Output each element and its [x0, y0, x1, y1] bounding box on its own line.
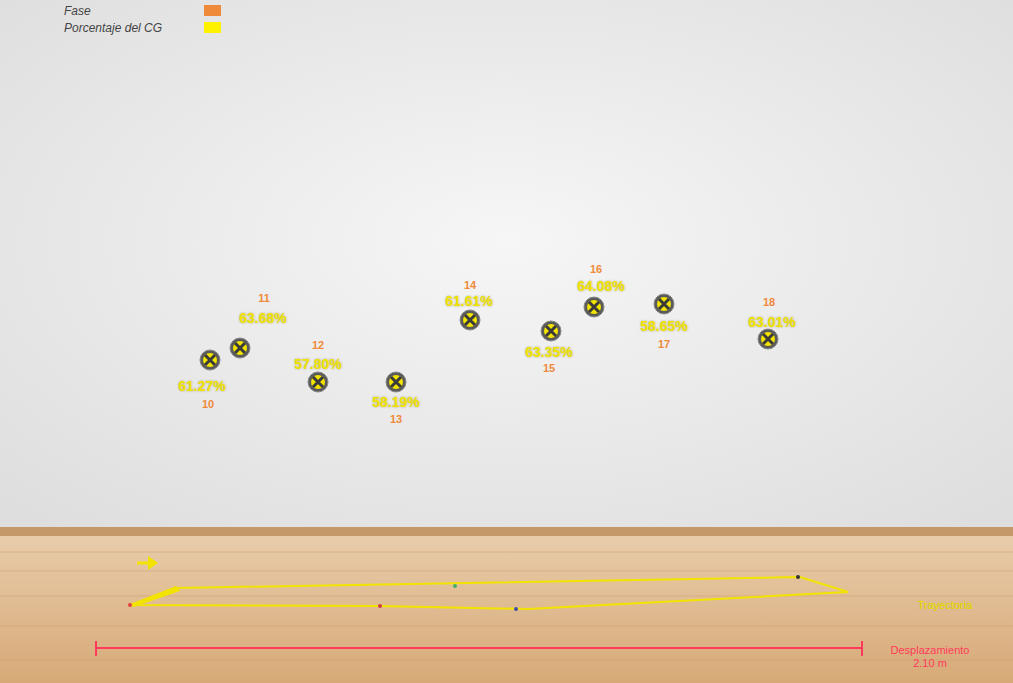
- marker-cross: [589, 302, 599, 312]
- cg-percentage: 64.08%: [577, 278, 624, 294]
- marker-cross: [391, 377, 401, 387]
- cg-marker: [584, 297, 604, 317]
- direction-arrow: [137, 556, 158, 570]
- cg-marker: [200, 350, 220, 370]
- legend-row: Porcentaje del CG: [64, 19, 221, 36]
- marker-cross: [313, 377, 323, 387]
- marker-ring: [200, 350, 220, 370]
- marker-ring: [654, 294, 674, 314]
- legend: FasePorcentaje del CG: [64, 2, 221, 36]
- marker-ring: [386, 372, 406, 392]
- phase-number: 14: [464, 279, 476, 292]
- phase-number: 12: [312, 339, 324, 352]
- marker-ring: [460, 310, 480, 330]
- phase-number: 10: [202, 398, 214, 411]
- cg-percentage: 58.19%: [372, 394, 419, 410]
- cg-percentage: 58.65%: [640, 318, 687, 334]
- marker-fill: [463, 313, 477, 327]
- cg-marker: [758, 329, 778, 349]
- marker-cross: [659, 299, 669, 309]
- legend-swatch: [204, 22, 221, 33]
- legend-row: Fase: [64, 2, 221, 19]
- cg-marker: [386, 372, 406, 392]
- phase-number: 16: [590, 263, 602, 276]
- phase-number: 11: [258, 292, 270, 305]
- marker-fill: [203, 353, 217, 367]
- marker-ring: [584, 297, 604, 317]
- marker-ring: [230, 338, 250, 358]
- trajectory-dot: [453, 584, 457, 588]
- cg-marker: [308, 372, 328, 392]
- displacement-label: Desplazamiento 2.10 m: [882, 644, 978, 669]
- marker-cross: [546, 326, 556, 336]
- cg-percentage: 61.27%: [178, 378, 225, 394]
- marker-ring: [308, 372, 328, 392]
- cg-percentage: 63.01%: [748, 314, 795, 330]
- phase-number: 13: [390, 413, 402, 426]
- cg-marker: [654, 294, 674, 314]
- trajectory-dot: [378, 604, 382, 608]
- marker-fill: [761, 332, 775, 346]
- marker-cross: [465, 315, 475, 325]
- floor: [0, 536, 1013, 683]
- marker-ring: [758, 329, 778, 349]
- trajectory-dot: [128, 603, 132, 607]
- cg-percentage: 63.35%: [525, 344, 572, 360]
- marker-cross: [763, 334, 773, 344]
- trajectory-label: Trayectoria: [918, 599, 973, 612]
- marker-fill: [389, 375, 403, 389]
- trajectory-start: [128, 586, 180, 607]
- phase-number: 17: [658, 338, 670, 351]
- marker-fill: [657, 297, 671, 311]
- cg-percentage: 61.61%: [445, 293, 492, 309]
- displacement-bar: [96, 641, 862, 656]
- cg-marker: [460, 310, 480, 330]
- marker-fill: [544, 324, 558, 338]
- legend-text: Fase: [64, 4, 204, 18]
- marker-fill: [311, 375, 325, 389]
- floor-planks: [0, 552, 1013, 660]
- legend-text: Porcentaje del CG: [64, 21, 204, 35]
- phase-number: 18: [763, 296, 775, 309]
- phase-number: 15: [543, 362, 555, 375]
- marker-ring: [541, 321, 561, 341]
- baseboard: [0, 527, 1013, 536]
- cg-marker: [541, 321, 561, 341]
- legend-swatch: [204, 5, 221, 16]
- marker-fill: [233, 341, 247, 355]
- cg-percentage: 57.80%: [294, 356, 341, 372]
- marker-cross: [235, 343, 245, 353]
- trajectory-line: [130, 577, 848, 609]
- trajectory-dot: [796, 575, 800, 579]
- marker-fill: [587, 300, 601, 314]
- cg-percentage: 63.68%: [239, 310, 286, 326]
- cg-marker: [230, 338, 250, 358]
- trajectory-dot: [514, 607, 518, 611]
- marker-cross: [205, 355, 215, 365]
- wall: [0, 0, 1013, 535]
